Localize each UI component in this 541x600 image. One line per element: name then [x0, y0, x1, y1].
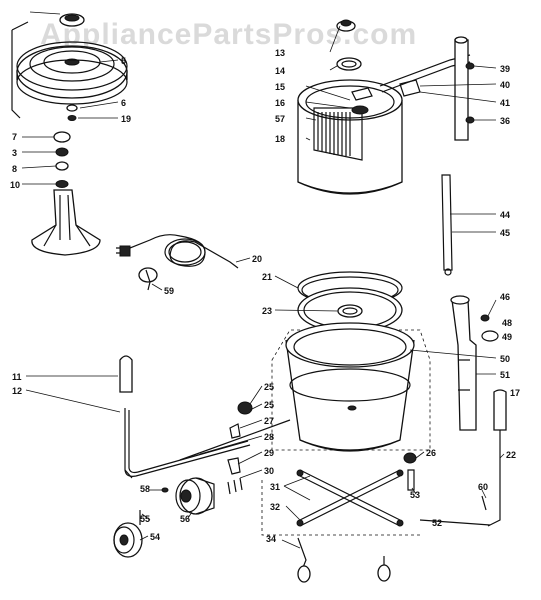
callout-36: 36 — [500, 116, 510, 126]
callout-46: 46 — [500, 292, 510, 302]
callout-40: 40 — [500, 80, 510, 90]
callout-27: 27 — [264, 416, 274, 426]
callout-6: 6 — [121, 98, 126, 108]
outer-tub — [271, 322, 431, 452]
callout-58: 58 — [140, 484, 150, 494]
standpipe — [450, 295, 499, 431]
callout-10: 10 — [10, 180, 20, 190]
callout-19: 19 — [121, 114, 131, 124]
callout-50: 50 — [500, 354, 510, 364]
drain-rod-assembly — [379, 36, 475, 141]
callout-53: 53 — [410, 490, 420, 500]
callout-52: 52 — [432, 518, 442, 528]
callout-29: 29 — [264, 448, 274, 458]
callout-7: 7 — [12, 132, 17, 142]
callout-labels: 13 14 15 16 57 18 39 40 41 36 44 45 5 6 … — [10, 48, 520, 544]
callout-32: 32 — [270, 502, 280, 512]
callout-14: 14 — [275, 66, 285, 76]
motor-pulley — [113, 477, 215, 558]
callout-28: 28 — [264, 432, 274, 442]
callout-22: 22 — [506, 450, 516, 460]
callout-11: 11 — [12, 372, 22, 382]
callout-25b: 25 — [264, 400, 274, 410]
leg-17 — [487, 389, 507, 527]
basket-assembly — [297, 19, 403, 195]
leg-11-rod-12 — [119, 355, 251, 479]
agitator-assembly — [11, 13, 128, 256]
callout-41: 41 — [500, 98, 510, 108]
callout-17: 17 — [510, 388, 520, 398]
callout-21: 21 — [262, 272, 272, 282]
callout-13: 13 — [275, 48, 285, 58]
callout-44: 44 — [500, 210, 510, 220]
filter-fins — [313, 107, 363, 161]
callout-31: 31 — [270, 482, 280, 492]
callout-20: 20 — [252, 254, 262, 264]
callout-51: 51 — [500, 370, 510, 380]
callout-16: 16 — [275, 98, 285, 108]
callout-8: 8 — [12, 164, 17, 174]
callout-18: 18 — [275, 134, 285, 144]
strap-44 — [441, 174, 453, 276]
callout-60: 60 — [478, 482, 488, 492]
callout-57: 57 — [275, 114, 285, 124]
base-cross — [261, 469, 420, 536]
callout-59: 59 — [164, 286, 174, 296]
callout-45: 45 — [500, 228, 510, 238]
callout-34: 34 — [266, 534, 276, 544]
callout-3: 3 — [12, 148, 17, 158]
callout-39: 39 — [500, 64, 510, 74]
callout-26: 26 — [426, 448, 436, 458]
linkage-parts — [179, 401, 291, 495]
callout-12: 12 — [12, 386, 22, 396]
power-cord — [116, 234, 239, 269]
callout-30: 30 — [264, 466, 274, 476]
callout-49: 49 — [502, 332, 512, 342]
part-59-clip — [138, 267, 158, 291]
callout-55: 55 — [140, 514, 150, 524]
callout-54: 54 — [150, 532, 160, 542]
callout-15: 15 — [275, 82, 285, 92]
callout-48: 48 — [502, 318, 512, 328]
callout-56: 56 — [180, 514, 190, 524]
casters — [297, 537, 391, 583]
leader-lines — [21, 11, 507, 549]
callout-23: 23 — [262, 306, 272, 316]
callout-5: 5 — [121, 56, 126, 66]
callout-25a: 25 — [264, 382, 274, 392]
